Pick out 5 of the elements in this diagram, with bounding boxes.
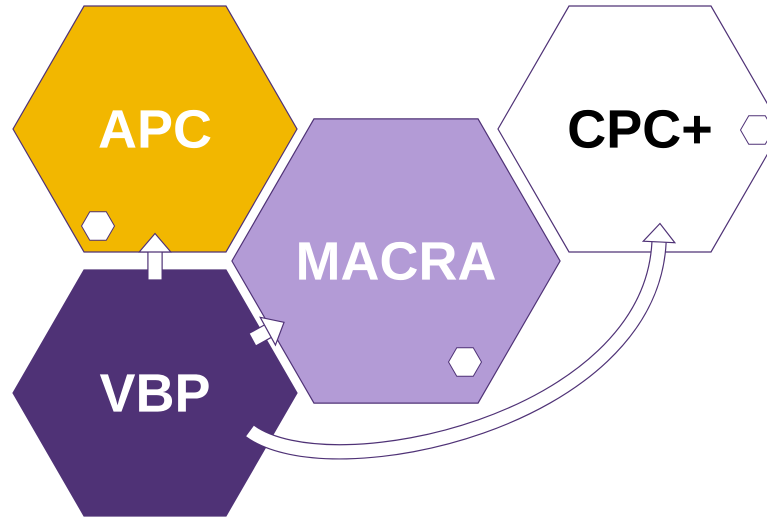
hexagon: VBP: [12, 269, 298, 517]
hexagon: APC: [12, 5, 298, 253]
block-arrow: [249, 316, 285, 346]
hexagon: CPC+: [497, 5, 767, 253]
hexagon: MACRA: [231, 118, 561, 404]
